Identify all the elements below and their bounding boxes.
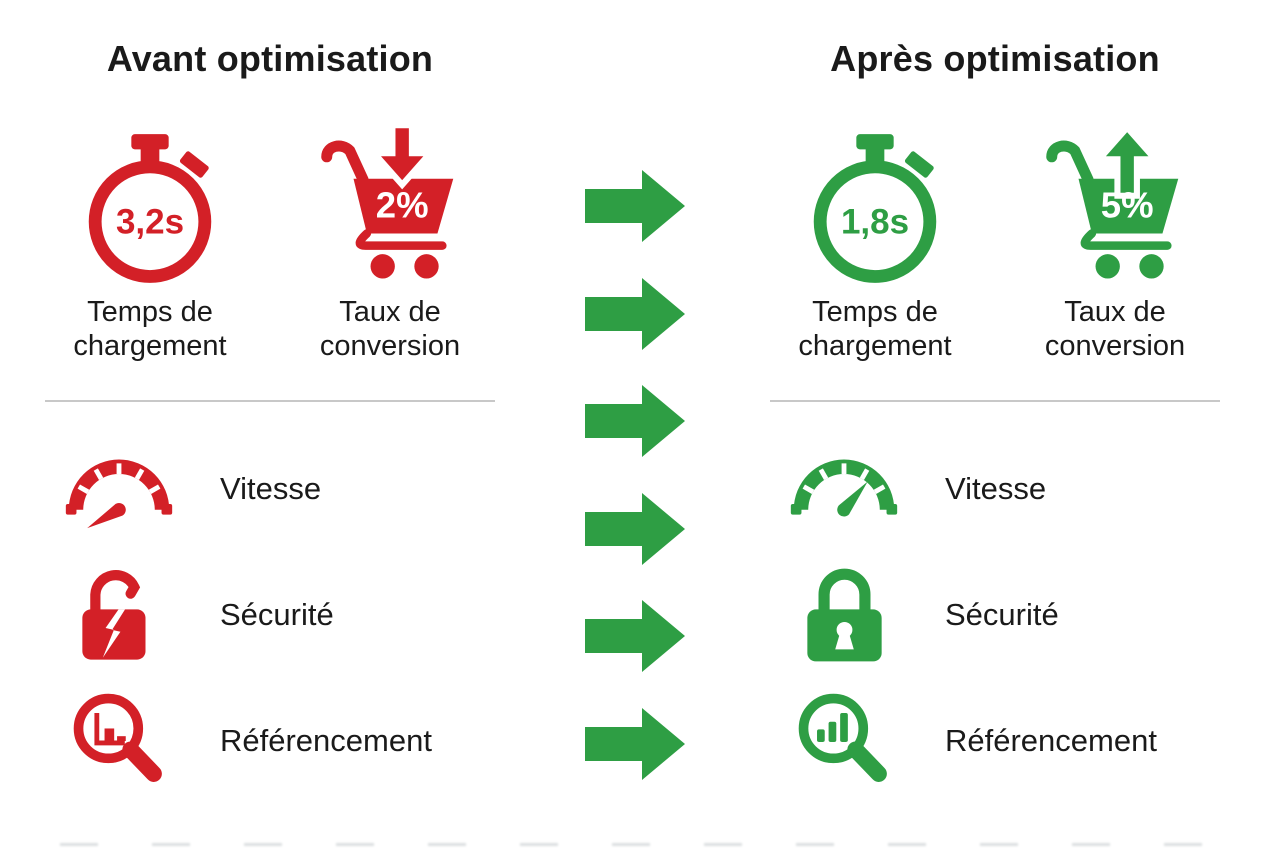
stopwatch-value: 1,8s xyxy=(841,202,909,241)
metric-load-time-after: 1,8s Temps de chargement xyxy=(765,124,985,364)
magnifier-declining-chart-icon xyxy=(73,693,162,782)
cropped-text-artifact xyxy=(60,843,1224,846)
stopwatch-icon: 1,8s xyxy=(813,134,937,283)
broken-padlock-icon xyxy=(81,569,145,660)
cart-value: 2% xyxy=(376,185,429,226)
feature-label-security: Sécurité xyxy=(945,596,1059,632)
arrow-right-icon xyxy=(570,276,700,352)
cart-value: 5% xyxy=(1101,185,1154,226)
arrow-right-icon xyxy=(570,168,700,244)
metric-conversion-after: 5% Taux de conversion xyxy=(1005,124,1225,364)
stopwatch-value: 3,2s xyxy=(116,202,184,241)
feature-label-speed: Vitesse xyxy=(945,470,1047,506)
feature-security-after: Sécurité xyxy=(783,564,1225,666)
metric-label: Taux de conversion xyxy=(1044,296,1186,362)
feature-speed-before: Vitesse xyxy=(58,438,500,540)
arrow-down-icon xyxy=(367,125,437,190)
after-features: Vitesse Sécurité xyxy=(765,438,1225,792)
feature-security-before: Sécurité xyxy=(58,564,500,666)
after-panel: Après optimisation 1,8s Temps de chargem… xyxy=(765,30,1225,792)
feature-label-security: Sécurité xyxy=(220,596,334,632)
speedometer-slow-icon xyxy=(65,459,173,529)
after-metrics-row: 1,8s Temps de chargement xyxy=(765,124,1225,364)
feature-seo-after: Référencement xyxy=(783,690,1225,792)
magnifier-rising-chart-icon xyxy=(798,693,887,782)
after-divider xyxy=(770,399,1220,402)
before-divider xyxy=(45,399,495,402)
before-features: Vitesse Sécurité xyxy=(40,438,500,792)
feature-label-seo: Référencement xyxy=(945,722,1157,758)
metric-conversion-before: 2% Taux de conversion xyxy=(280,124,500,364)
before-metrics-row: 3,2s Temps de chargement xyxy=(40,124,500,364)
arrow-right-icon xyxy=(570,491,700,567)
before-panel: Avant optimisation 3,2s Temps de chargem… xyxy=(40,30,500,792)
metric-label: Temps de chargement xyxy=(73,296,227,362)
feature-speed-after: Vitesse xyxy=(783,438,1225,540)
arrow-up-icon xyxy=(1092,125,1162,199)
cart-arrow-down-icon: 2% xyxy=(321,125,454,279)
arrow-right-icon xyxy=(570,706,700,782)
feature-label-seo: Référencement xyxy=(220,722,432,758)
after-title: Après optimisation xyxy=(830,38,1160,79)
closed-padlock-icon xyxy=(806,568,882,662)
arrow-right-icon xyxy=(570,598,700,674)
feature-seo-before: Référencement xyxy=(58,690,500,792)
metric-label: Temps de chargement xyxy=(798,296,952,362)
feature-label-speed: Vitesse xyxy=(220,470,322,506)
metric-label: Taux de conversion xyxy=(319,296,461,362)
arrow-right-icon xyxy=(570,383,700,459)
stopwatch-icon: 3,2s xyxy=(88,134,212,283)
metric-load-time-before: 3,2s Temps de chargement xyxy=(40,124,260,364)
before-title: Avant optimisation xyxy=(106,38,434,79)
cart-arrow-up-icon: 5% xyxy=(1046,125,1179,279)
speedometer-fast-icon xyxy=(790,459,898,517)
